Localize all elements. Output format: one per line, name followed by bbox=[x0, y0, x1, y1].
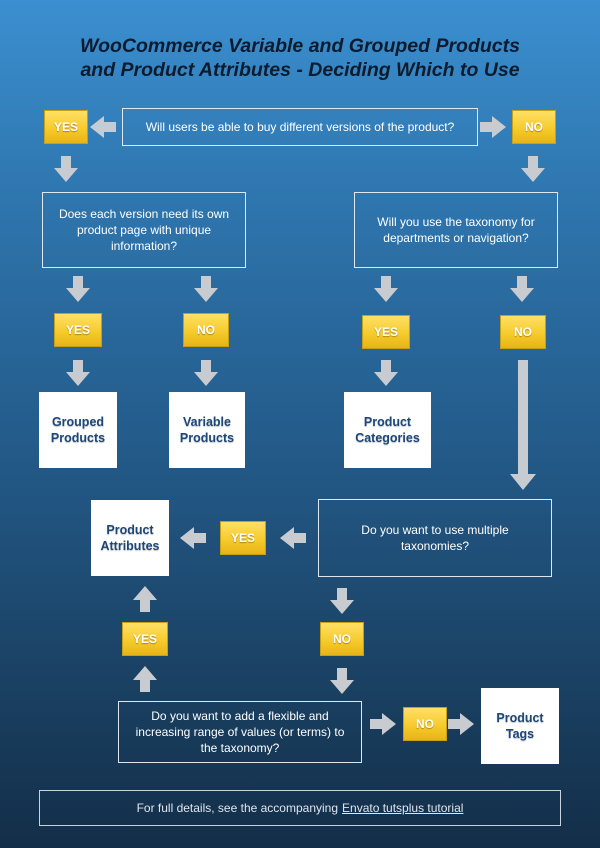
arrow-left-to-yes-1 bbox=[90, 116, 116, 138]
question-1-text: Will users be able to buy different vers… bbox=[145, 120, 455, 134]
arrow-down-to-categories bbox=[374, 360, 398, 386]
title-line-2: and Product Attributes - Deciding Which … bbox=[80, 59, 520, 81]
arrow-down-to-grouped bbox=[66, 360, 90, 386]
tutorial-link[interactable]: Envato tutsplus tutorial bbox=[342, 801, 464, 815]
question-5-text: Do you want to add a flexible and increa… bbox=[135, 709, 345, 755]
arrow-left-q4-to-yes bbox=[280, 527, 306, 549]
yes-badge-attributes: YES bbox=[220, 521, 266, 555]
question-2-text: Does each version need its own product p… bbox=[58, 207, 230, 253]
no-badge-q4: NO bbox=[320, 622, 364, 656]
result-product-tags: Product Tags bbox=[481, 688, 559, 764]
question-buy-versions: Will users be able to buy different vers… bbox=[122, 108, 478, 146]
result-product-attributes: Product Attributes bbox=[91, 500, 169, 576]
arrow-down-q4-no bbox=[330, 588, 354, 614]
arrow-right-to-no-1 bbox=[480, 116, 506, 138]
result-grouped-products: Grouped Products bbox=[39, 392, 117, 468]
no-badge-variable: NO bbox=[183, 313, 229, 347]
question-flexible-values: Do you want to add a flexible and increa… bbox=[118, 701, 362, 763]
footer-text: For full details, see the accompanying bbox=[136, 801, 339, 815]
arrow-right-q5-to-no bbox=[370, 713, 396, 735]
question-taxonomy-navigation: Will you use the taxonomy for department… bbox=[354, 192, 558, 268]
footer-note: For full details, see the accompanying E… bbox=[39, 790, 561, 826]
no-badge-top: NO bbox=[512, 110, 556, 144]
arrow-right-no-to-tags bbox=[448, 713, 474, 735]
yes-badge-top: YES bbox=[44, 110, 88, 144]
page-title: WooCommerce Variable and Grouped Product… bbox=[0, 34, 600, 82]
arrow-down-q3-yes bbox=[374, 276, 398, 302]
yes-badge-categories: YES bbox=[362, 315, 410, 349]
yes-badge-q5: YES bbox=[122, 622, 168, 656]
yes-badge-grouped: YES bbox=[54, 313, 102, 347]
result-variable-products: Variable Products bbox=[169, 392, 245, 468]
no-badge-q5: NO bbox=[403, 707, 447, 741]
question-own-page: Does each version need its own product p… bbox=[42, 192, 246, 268]
question-4-text: Do you want to use multiple taxonomies? bbox=[361, 523, 509, 553]
arrow-down-yes-1 bbox=[54, 156, 78, 182]
no-badge-right: NO bbox=[500, 315, 546, 349]
question-3-text: Will you use the taxonomy for department… bbox=[377, 215, 535, 245]
arrow-down-q3-no bbox=[510, 276, 534, 302]
question-multiple-taxonomies: Do you want to use multiple taxonomies? bbox=[318, 499, 552, 577]
arrow-left-yes-to-attributes bbox=[180, 527, 206, 549]
arrow-up-to-attributes bbox=[133, 586, 157, 612]
title-line-1: WooCommerce Variable and Grouped Product… bbox=[80, 35, 520, 57]
arrow-down-no-to-q5 bbox=[330, 668, 354, 694]
arrow-down-to-variable bbox=[194, 360, 218, 386]
arrow-up-to-yes bbox=[133, 666, 157, 692]
arrow-long-down-to-q4 bbox=[510, 360, 536, 490]
arrow-down-q2-yes bbox=[66, 276, 90, 302]
result-product-categories: Product Categories bbox=[344, 392, 431, 468]
arrow-down-q2-no bbox=[194, 276, 218, 302]
arrow-down-no-1 bbox=[521, 156, 545, 182]
